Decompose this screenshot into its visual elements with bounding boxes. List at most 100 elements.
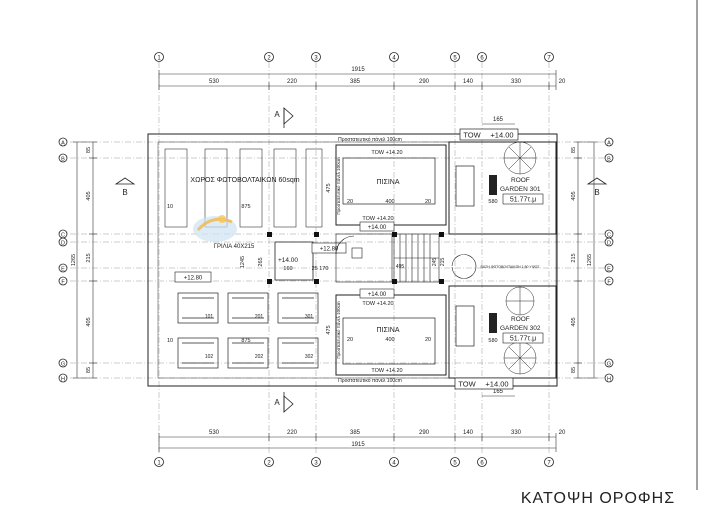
tow-value-top: +14.00 [490, 131, 513, 140]
pool-upper-basin [342, 157, 436, 205]
dim-215: 215 [440, 258, 446, 267]
protective-glass-v-lower: Προστατευτικό πάνελ 100cm [335, 301, 341, 359]
protective-glass-top: Προστατευτικό πάνελ 100cm [338, 136, 402, 143]
dim-right-3: 215 [571, 253, 577, 262]
grid-col-1-bottom: 1 [157, 461, 161, 467]
grid-row-h-right: H [607, 377, 611, 383]
dim-20-pu-right: 20 [425, 199, 431, 205]
section-b-left: B [122, 188, 127, 197]
dim-475-lower: 475 [326, 325, 332, 334]
dim-400-pu: 400 [385, 199, 394, 205]
column-markers [267, 232, 444, 284]
slot-102: 102 [205, 354, 214, 360]
dim-265: 265 [258, 257, 264, 266]
dimension-bottom [158, 433, 557, 452]
tow-label-top: TOW [463, 131, 481, 140]
dim-top-7: 20 [559, 79, 566, 85]
grid-row-c-right: C [607, 233, 611, 239]
grid-row-c-left: C [61, 233, 65, 239]
dim-bottom-4: 290 [419, 430, 430, 436]
dim-160: 160 [283, 266, 292, 272]
dim-top-1: 530 [209, 79, 220, 85]
slot-101: 101 [205, 314, 214, 320]
dimension-top [158, 70, 557, 90]
pool-lower-label: ΠΙΣΙΝΑ [377, 327, 400, 334]
pv-panels-lower [177, 292, 319, 369]
grid-row-h-left: H [61, 377, 65, 383]
dim-20-pl-right: 20 [425, 337, 431, 343]
dim-875-upper: 875 [241, 204, 250, 210]
dim-left-3: 215 [86, 253, 92, 262]
dim-left-2: 405 [86, 191, 92, 200]
grid-row-d-left: D [61, 241, 65, 247]
dim-right-2: 405 [571, 191, 577, 200]
slot-302: 302 [305, 354, 314, 360]
tow-pool-upper: TOW +14.20 [371, 150, 402, 156]
grille-opening [274, 241, 314, 281]
dim-bottom-1: 530 [209, 430, 220, 436]
level-1280-upper: +12.80 [320, 247, 339, 253]
grid-col-6-top: 6 [480, 56, 484, 62]
grid-bubbles-top: 1 2 3 4 5 6 7 [154, 52, 554, 62]
level-1400-stair-bottom-box [359, 288, 395, 299]
slot-202: 202 [255, 354, 264, 360]
dim-875-lower: 875 [241, 338, 250, 344]
grid-col-5-top: 5 [453, 56, 457, 62]
dim-right-1: 85 [571, 147, 577, 153]
area-301: 51.77τ.μ [510, 197, 536, 204]
area-301-box [502, 193, 544, 205]
stair-note: ΒΑΣΗ ΦΩΤΟΒΟΛΤΑΙΚΩΝ 1:50 ΥΨΟΣ [480, 265, 540, 269]
grid-col-4-top: 4 [392, 56, 396, 62]
dim-580-upper: 580 [488, 199, 497, 205]
dim-total-bottom: 1915 [351, 442, 365, 448]
dim-top-6: 330 [511, 79, 522, 85]
planter-301 [489, 175, 497, 195]
dim-25-170: 25 170 [312, 266, 329, 272]
grid-col-5-bottom: 5 [453, 461, 457, 467]
sheet-title: ΚΑΤΟΨΗ ΟΡΟΦΗΣ [521, 490, 675, 507]
dim-top-3: 385 [350, 79, 361, 85]
dim-right-5: 85 [571, 367, 577, 373]
watermark-logo [193, 215, 237, 242]
dim-right-4: 405 [571, 317, 577, 326]
grid-lines [70, 62, 612, 455]
grid-col-7-bottom: 7 [547, 461, 551, 467]
level-1280-left-box [174, 271, 212, 283]
tow-pool-upper-2: TOW +14.20 [362, 216, 393, 222]
tow-pool-lower-2: TOW +14.20 [371, 368, 402, 374]
grid-col-1-top: 1 [157, 56, 161, 62]
section-markers: A A B B [114, 107, 608, 413]
dim-top-2: 220 [287, 79, 298, 85]
roof-garden-301-area [448, 141, 557, 235]
section-a-top: A [274, 110, 280, 119]
dim-right-total: 1265 [587, 254, 593, 266]
level-1400-stair-top: +14.00 [368, 225, 387, 231]
level-1400-stair-top-box [359, 221, 395, 232]
tow-label-bottom: TOW [458, 380, 476, 389]
grid-row-f-right: F [607, 280, 611, 286]
roof-label-302: ROOF [511, 316, 530, 323]
dim-165-top: 165 [493, 117, 504, 123]
level-1280-left: +12.80 [184, 276, 203, 282]
dim-580-lower: 580 [488, 338, 497, 344]
grid-row-a-left: A [61, 141, 65, 147]
dim-left-5: 85 [86, 367, 92, 373]
roof-garden-301: GARDEN 301 [500, 186, 541, 193]
planter-302 [489, 313, 497, 333]
grid-row-b-left: B [61, 157, 65, 163]
grid-col-3-bottom: 3 [314, 461, 318, 467]
dim-top-5: 140 [463, 79, 474, 85]
dim-20-pu-left: 20 [347, 199, 353, 205]
grid-bubbles-bottom: 1 2 3 4 5 6 7 [154, 457, 554, 467]
tow-box-top [459, 128, 519, 141]
stair-landing [335, 233, 477, 283]
dim-bottom-6: 330 [511, 430, 522, 436]
dim-245: 245 [432, 258, 438, 267]
grid-col-7-top: 7 [547, 56, 551, 62]
dim-bottom-2: 220 [287, 430, 298, 436]
grid-row-g-left: G [61, 362, 65, 368]
tow-value-bottom: +14.00 [485, 380, 508, 389]
stair-core [393, 233, 440, 283]
tow-pool-lower: TOW +14.20 [362, 301, 393, 307]
level-1400-grille: +14.00 [278, 257, 298, 264]
